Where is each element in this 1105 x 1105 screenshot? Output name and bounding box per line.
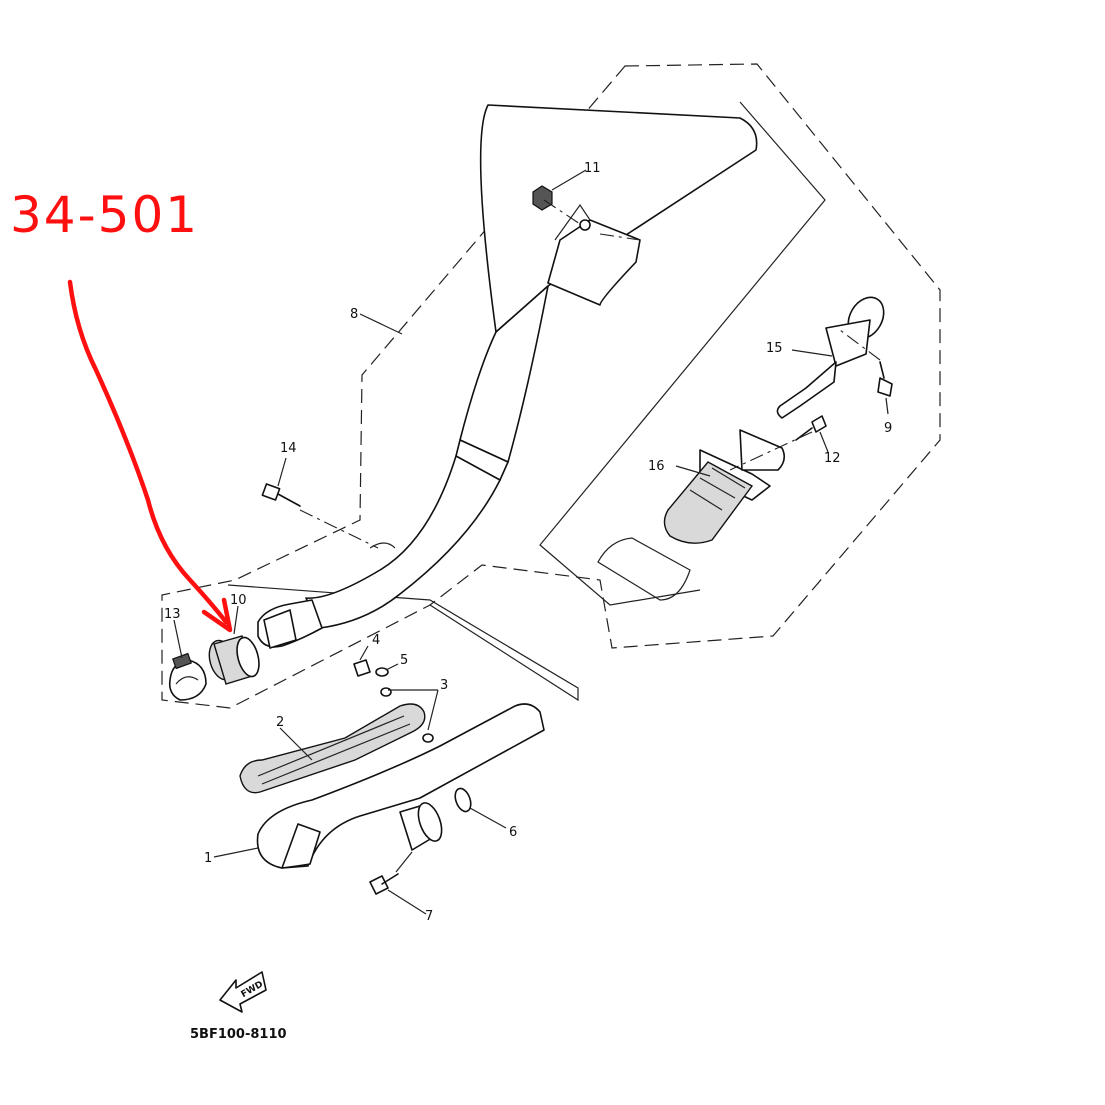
callout-10: 10 <box>230 593 247 608</box>
callout-3: 3 <box>440 678 448 693</box>
silencer-group-boundary <box>539 101 826 606</box>
diagram-code: 5BF100-8110 <box>190 1027 287 1042</box>
callout-6: 6 <box>509 825 517 840</box>
spark-arrestor-part-16 <box>597 429 786 601</box>
bolt-part-12 <box>795 415 827 441</box>
callout-14: 14 <box>280 441 297 456</box>
callout-9: 9 <box>884 421 892 436</box>
muffler-part-8 <box>257 104 758 649</box>
red-annotation-arrow <box>67 279 233 633</box>
gasket-part-6 <box>454 787 472 813</box>
bolt-part-4 <box>353 659 371 677</box>
leader-lines <box>173 169 889 915</box>
callout-15: 15 <box>766 341 783 356</box>
callout-8: 8 <box>350 307 358 322</box>
clamp-part-13 <box>168 652 207 701</box>
handwritten-part-number: 34-501 <box>10 186 199 244</box>
callout-4: 4 <box>372 633 380 648</box>
callout-12: 12 <box>824 451 841 466</box>
fwd-direction-arrow-icon: FWD <box>219 971 267 1013</box>
bolt-part-9 <box>877 361 893 397</box>
callout-13: 13 <box>164 607 181 622</box>
protector-part-2 <box>239 703 426 794</box>
nut-part-11 <box>532 185 553 211</box>
washer-part-5 <box>375 667 389 677</box>
callout-5: 5 <box>400 653 408 668</box>
bolt-part-7 <box>369 873 399 895</box>
callout-11: 11 <box>584 161 601 176</box>
muffler-group-boundary <box>161 63 941 709</box>
callout-7: 7 <box>425 909 433 924</box>
head-pipe-part-1 <box>256 703 545 873</box>
callout-1: 1 <box>204 851 212 866</box>
callout-2: 2 <box>276 715 284 730</box>
callout-16: 16 <box>648 459 665 474</box>
gasket-part-10 <box>208 635 260 685</box>
end-cap-part-15 <box>776 296 885 419</box>
bolt-part-14 <box>261 483 301 507</box>
